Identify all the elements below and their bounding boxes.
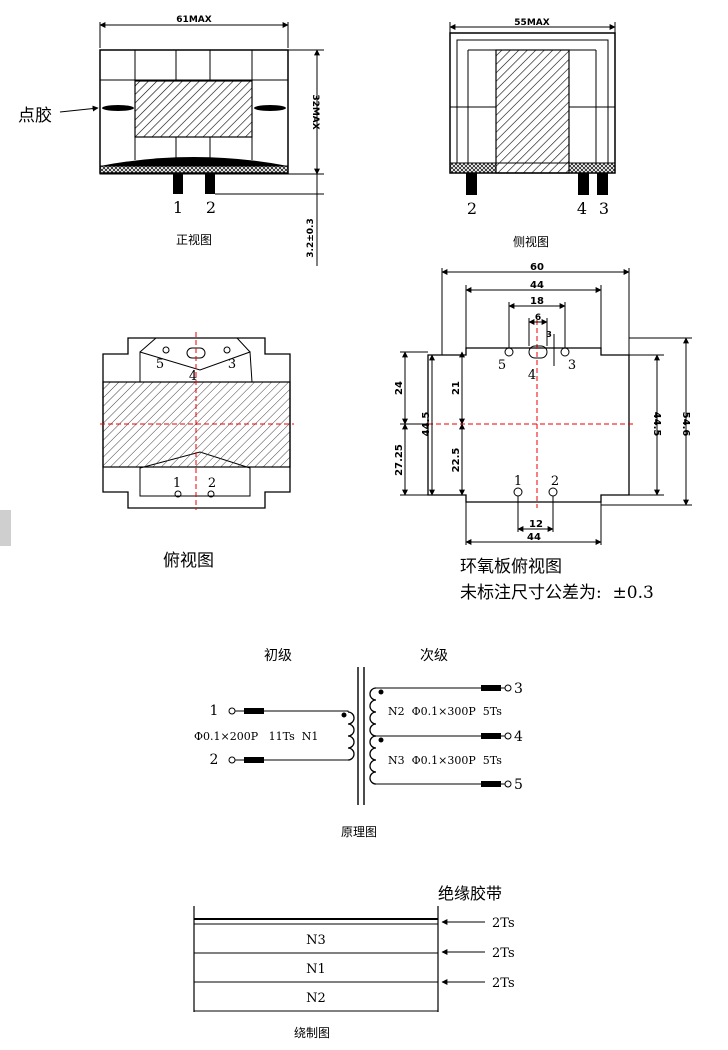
pcb-view: 5 4 3 1 2 60 44 18 6 3 24 27.25 44.5 xyxy=(394,262,692,603)
top-pin-1: 1 xyxy=(173,476,181,491)
sch-pin-2: 2 xyxy=(210,752,219,768)
top-pin-2: 2 xyxy=(208,476,216,491)
pcb-pin-5: 5 xyxy=(498,358,506,373)
dim-12: 12 xyxy=(529,519,543,530)
side-pin-3: 3 xyxy=(599,199,609,218)
sch-pin-3: 3 xyxy=(514,681,523,697)
dim-44-5-left: 44.5 xyxy=(421,412,432,437)
layer-n1: N1 xyxy=(306,962,326,977)
dim-3: 3 xyxy=(546,330,552,339)
pcb-pin-4: 4 xyxy=(528,368,536,383)
dim-54-6: 54.6 xyxy=(680,412,691,437)
pin-length-dim: 3.2±0.3 xyxy=(306,218,316,257)
side-view-caption: 侧视图 xyxy=(513,234,549,249)
turns-1: 2Ts xyxy=(492,916,515,931)
pcb-view-caption: 环氧板俯视图 xyxy=(460,557,562,577)
primary-spec: Φ0.1×200P 11Ts N1 xyxy=(194,730,318,743)
side-view: 55MAX 2 4 3 侧视图 xyxy=(449,18,616,249)
glue-label: 点胶 xyxy=(18,106,52,126)
front-pin-1: 1 xyxy=(173,198,183,217)
winding-diagram: 绝缘胶带 N3 N1 N2 2Ts 2Ts 2Ts 绕制图 xyxy=(193,884,515,1040)
dim-24: 24 xyxy=(394,381,405,395)
layer-n3: N3 xyxy=(306,933,326,948)
side-scroll-tab xyxy=(0,510,11,546)
front-pin-2: 2 xyxy=(206,198,216,217)
sch-pin-4: 4 xyxy=(514,729,523,745)
dim-27-25: 27.25 xyxy=(394,444,405,476)
front-width-dim: 61MAX xyxy=(176,15,211,25)
n2-spec: N2 Φ0.1×300P 5Ts xyxy=(388,705,502,718)
schematic: 初级 次级 1 2 Φ0.1×200P 11Ts N1 3 4 5 N2 Φ0.… xyxy=(194,647,523,839)
front-height-dim: 32MAX xyxy=(310,94,320,129)
top-view-caption: 俯视图 xyxy=(163,551,214,571)
top-pin-5: 5 xyxy=(156,357,164,372)
dim-21: 21 xyxy=(451,381,462,395)
front-view: 61MAX 1 2 点胶 32MAX 3.2±0.3 正视图 xyxy=(18,15,324,266)
side-pin-2: 2 xyxy=(467,199,477,218)
pcb-pin-2: 2 xyxy=(551,474,559,489)
side-pin-4: 4 xyxy=(577,199,587,218)
layer-n2: N2 xyxy=(306,991,326,1006)
dim-6: 6 xyxy=(535,313,541,323)
top-pin-4: 4 xyxy=(189,369,197,384)
front-view-caption: 正视图 xyxy=(176,232,212,247)
primary-label: 初级 xyxy=(264,647,292,664)
secondary-label: 次级 xyxy=(420,648,448,664)
turns-3: 2Ts xyxy=(492,976,515,991)
schematic-caption: 原理图 xyxy=(341,825,377,839)
pcb-pin-1: 1 xyxy=(514,474,522,489)
top-pin-3: 3 xyxy=(228,357,236,372)
dim-44-5-right: 44.5 xyxy=(651,412,662,437)
top-view: 5 4 3 1 2 俯视图 xyxy=(100,332,294,571)
dim-18: 18 xyxy=(530,296,544,307)
dim-44-top: 44 xyxy=(530,280,544,291)
sch-pin-1: 1 xyxy=(210,703,219,719)
tape-label: 绝缘胶带 xyxy=(438,884,502,903)
side-width-dim: 55MAX xyxy=(514,18,549,28)
dim-22-5: 22.5 xyxy=(451,448,462,473)
dim-60: 60 xyxy=(530,262,544,273)
sch-pin-5: 5 xyxy=(514,777,523,793)
dim-44-bottom: 44 xyxy=(527,532,541,543)
pcb-pin-3: 3 xyxy=(568,358,576,373)
turns-2: 2Ts xyxy=(492,946,515,961)
winding-caption: 绕制图 xyxy=(294,1026,330,1040)
n3-spec: N3 Φ0.1×300P 5Ts xyxy=(388,754,502,767)
tolerance-note: 未标注尺寸公差为: ±0.3 xyxy=(460,583,654,603)
